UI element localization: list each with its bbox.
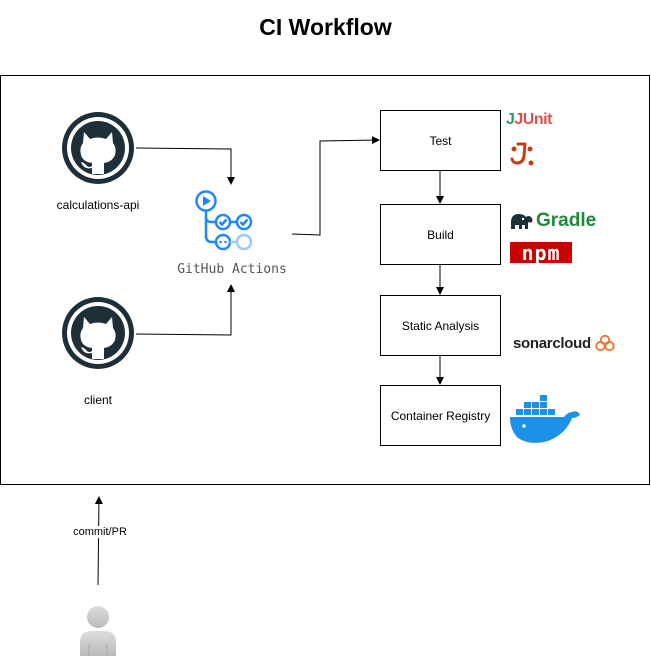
stage-build: Build [380, 204, 501, 265]
jest-logo [510, 142, 534, 166]
stage-static-analysis: Static Analysis [380, 295, 501, 356]
junit-logo-j: J [506, 111, 515, 128]
github-octocat-icon [62, 297, 134, 369]
repo-label-calculations-api: calculations-api [56, 198, 140, 212]
gradle-elephant-icon [511, 214, 533, 229]
sonarcloud-logo-text: sonarcloud [513, 334, 591, 352]
user-icon [80, 606, 116, 656]
gradle-logo-text: Gradle [536, 210, 597, 231]
trigger-label: commit/PR [60, 526, 140, 538]
junit-logo: JJUnit [506, 111, 552, 129]
junit-logo-text: JUnit [514, 111, 552, 128]
stage-label: Container Registry [390, 408, 491, 423]
stage-label: Build [427, 227, 454, 242]
actions-label: GitHub Actions [177, 262, 287, 277]
npm-logo-text: npm [521, 240, 561, 265]
github-octocat-icon [62, 112, 134, 184]
sonarcloud-logo: sonarcloud [513, 334, 615, 352]
workflow-frame [0, 75, 650, 485]
page-title: CI Workflow [259, 14, 392, 40]
gradle-logo: Gradle [509, 208, 596, 234]
edge-client-to-actions [135, 284, 235, 336]
stage-test: Test [380, 110, 501, 171]
repo-label-client: client [83, 393, 112, 407]
sonarcloud-cloud-icon [595, 334, 615, 352]
edge-user-to-frame [94, 496, 103, 586]
stage-container-registry: Container Registry [380, 385, 501, 446]
edge-api-to-actions [135, 147, 235, 185]
docker-logo [510, 395, 580, 443]
stage-label: Test [429, 133, 452, 148]
npm-logo: npm [510, 242, 572, 263]
github-actions-icon [195, 190, 253, 251]
stage-label: Static Analysis [401, 318, 480, 333]
edge-actions-to-test [291, 136, 380, 236]
